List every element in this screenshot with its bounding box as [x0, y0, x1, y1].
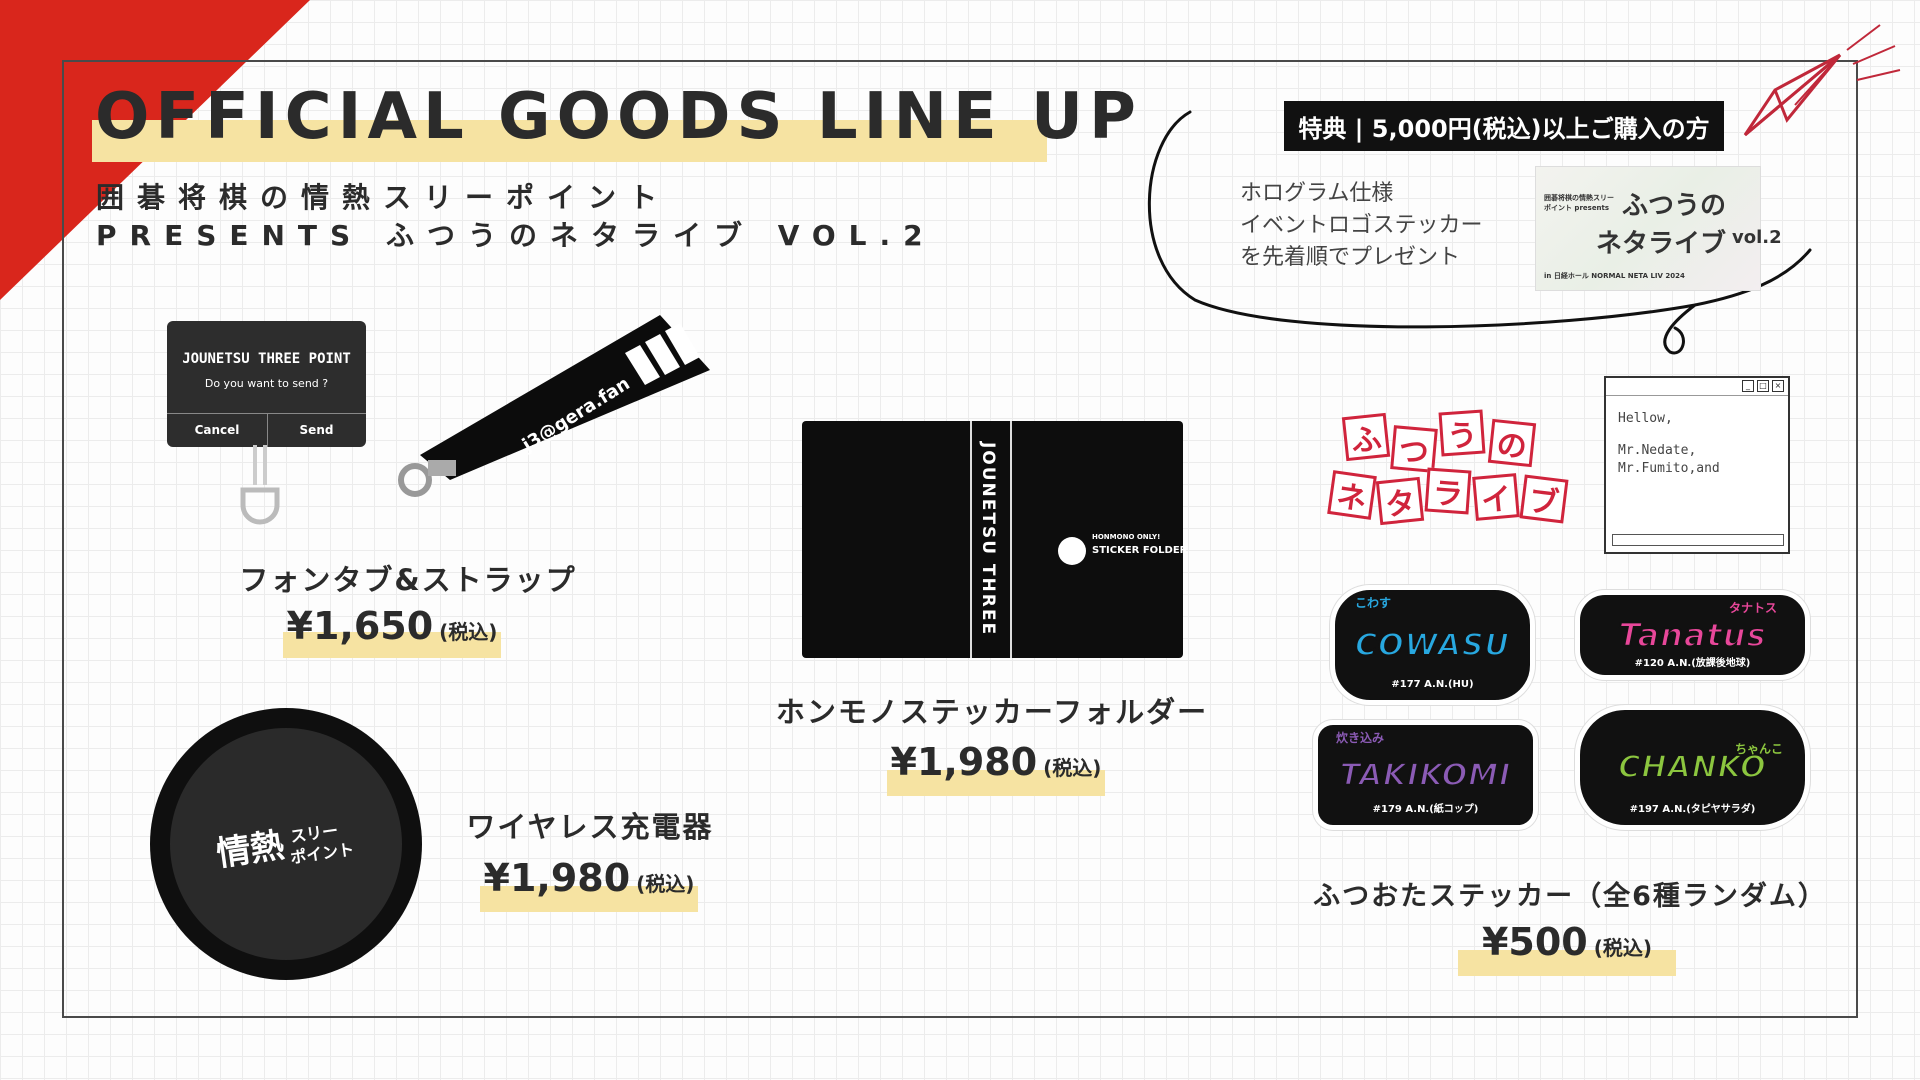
- logo-tile: ラ: [1424, 467, 1472, 515]
- holo-logo-bottom: ネタライブ: [1596, 229, 1727, 259]
- window-scrollbar: [1612, 534, 1784, 546]
- card-question: Do you want to send ?: [204, 377, 329, 390]
- product-price-phone-tab: ¥1,650(税込): [283, 604, 501, 648]
- content-frame: [62, 60, 1858, 1018]
- sticker-number: #177 A.N.(HU): [1391, 679, 1474, 690]
- logo-tile: の: [1487, 418, 1537, 468]
- price-highlight: [1458, 950, 1676, 976]
- product-price-stickers: ¥500(税込): [1458, 920, 1676, 964]
- product-name-phone-tab: フォンタブ&ストラップ: [239, 563, 577, 597]
- sticker-title: CHANKO: [1617, 749, 1767, 786]
- sticker-number: #179 A.N.(紙コップ): [1372, 804, 1479, 815]
- price-value: ¥1,650: [286, 604, 434, 648]
- speech-bubble-outline: [1147, 110, 1812, 355]
- folder-character-icon: [1058, 537, 1086, 565]
- card-divider: [167, 413, 366, 414]
- holo-vol: vol.2: [1732, 227, 1782, 248]
- futsuu-logo-sticker: ふ つ う の ネ タ ラ イ ブ: [1327, 405, 1570, 535]
- maximize-icon: □: [1757, 380, 1769, 392]
- folder-label-2: STICKER FOLDER: [1092, 545, 1188, 556]
- title-highlight: [92, 120, 1047, 162]
- hello-window-sticker: _ □ × Hellow, Mr.Nedate, Mr.Fumito,and: [1604, 376, 1790, 554]
- price-tax: (税込): [1043, 756, 1102, 780]
- sticker-tanatus: タナトス Tanatus #120 A.N.(放課後地球): [1575, 590, 1810, 680]
- sticker-takikomi: 炊き込み TAKIKOMI #179 A.N.(紙コップ): [1313, 720, 1538, 830]
- bonus-line: を先着順でプレゼント: [1240, 245, 1461, 270]
- logo-tile: つ: [1390, 425, 1438, 473]
- page-subtitle-line1: 囲碁将棋の情熱スリーポイント: [96, 181, 671, 214]
- wireless-charger-image: 情熱 スリー ポイント: [150, 708, 422, 980]
- strap-lanyard-image: [398, 315, 710, 497]
- holo-caption: 囲碁将棋の情熱スリーポイント presents: [1544, 194, 1614, 212]
- sticker-title: Tanatus: [1617, 615, 1767, 655]
- price-highlight: [887, 770, 1105, 796]
- sticker-chanko: ちゃんこ CHANKO #197 A.N.(タピヤサラダ): [1575, 705, 1810, 830]
- holo-logo-top: ふつうの: [1622, 191, 1727, 221]
- card-send-label: Send: [299, 423, 334, 437]
- sticker-tag: タナトス: [1728, 601, 1777, 615]
- bonus-line: ホログラム仕様: [1240, 181, 1394, 206]
- folder-spine-stripe: [970, 421, 1012, 658]
- holo-sticker-image: 囲碁将棋の情熱スリーポイント presents ふつうの ネタライブ vol.2…: [1535, 166, 1782, 291]
- sticker-tag: ちゃんこ: [1734, 742, 1783, 756]
- window-line: [1618, 428, 1776, 442]
- folder-label-1: HONMONO ONLY!: [1092, 533, 1161, 541]
- price-highlight: [283, 632, 501, 658]
- bonus-line: イベントロゴステッカー: [1240, 213, 1483, 238]
- logo-tile: タ: [1375, 476, 1425, 526]
- folder-spine-text: JOUNETSU THREE: [978, 441, 998, 637]
- sticker-number: #120 A.N.(放課後地球): [1634, 658, 1751, 669]
- price-value: ¥1,980: [483, 856, 631, 900]
- card-divider: [267, 413, 268, 447]
- window-line: Mr.Fumito,and: [1618, 461, 1720, 476]
- logo-tile: う: [1438, 409, 1486, 457]
- product-price-folder: ¥1,980(税込): [887, 740, 1105, 784]
- sticker-folder-image: JOUNETSU THREE HONMONO ONLY! STICKER FOL…: [802, 421, 1187, 658]
- product-name-charger: ワイヤレス充電器: [466, 810, 714, 844]
- window-line: Hellow,: [1618, 411, 1673, 426]
- price-tax: (税込): [636, 872, 695, 896]
- sticker-number: #197 A.N.(タピヤサラダ): [1629, 804, 1756, 815]
- sticker-cowasu: こわす COWASU #177 A.N.(HU): [1330, 585, 1535, 705]
- window-titlebar: _ □ ×: [1606, 378, 1788, 396]
- product-name-folder: ホンモノステッカーフォルダー: [775, 695, 1209, 729]
- bonus-heading: 特典 | 5,000円(税込)以上ご購入の方: [1284, 101, 1724, 151]
- sticker-title: COWASU: [1354, 627, 1510, 664]
- price-tax: (税込): [1593, 936, 1653, 960]
- logo-tile: イ: [1472, 473, 1520, 521]
- page-title: OFFICIAL GOODS LINE UP: [95, 80, 1142, 154]
- minimize-icon: _: [1742, 380, 1754, 392]
- logo-tile: ふ: [1341, 412, 1391, 462]
- product-name-stickers: ふつおたステッカー（全6種ランダム）: [1313, 881, 1827, 912]
- sticker-tag: こわす: [1355, 596, 1392, 610]
- card-cancel-label: Cancel: [194, 423, 240, 437]
- product-price-charger: ¥1,980(税込): [480, 856, 698, 900]
- paper-plane-icon: [1743, 24, 1901, 137]
- logo-tile: ブ: [1519, 474, 1569, 524]
- window-line: Mr.Nedate,: [1618, 443, 1697, 458]
- phone-tab-card: JOUNETSU THREE POINT Do you want to send…: [167, 321, 366, 447]
- bonus-description: ホログラム仕様 イベントロゴステッカー を先着順でプレゼント: [1240, 178, 1482, 274]
- charger-logo-main: 情熱: [214, 825, 287, 875]
- d-ring-icon: [240, 445, 280, 525]
- price-value: ¥500: [1481, 920, 1588, 964]
- card-title: JOUNETSU THREE POINT: [182, 351, 351, 367]
- holo-footer: in 日経ホール NORMAL NETA LIV 2024: [1544, 272, 1685, 280]
- sticker-title: TAKIKOMI: [1339, 757, 1512, 794]
- logo-tile: ネ: [1327, 470, 1377, 520]
- page-subtitle-line2: PRESENTS ふつうのネタライブ VOL.2: [96, 219, 936, 252]
- close-icon: ×: [1772, 380, 1784, 392]
- price-tax: (税込): [439, 620, 498, 644]
- price-highlight: [480, 886, 698, 912]
- window-body: Hellow, Mr.Nedate, Mr.Fumito,and: [1606, 396, 1788, 492]
- price-value: ¥1,980: [890, 740, 1038, 784]
- sticker-tag: 炊き込み: [1336, 731, 1385, 745]
